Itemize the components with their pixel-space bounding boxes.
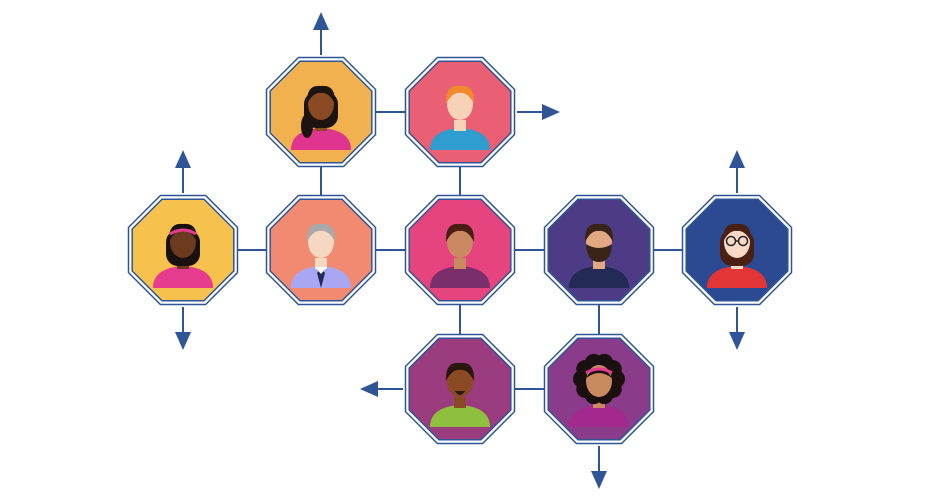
woman-curly-hair-avatar: [569, 353, 629, 427]
shirt: [430, 128, 490, 150]
face: [308, 88, 334, 120]
shirt: [430, 405, 490, 427]
arrow-down-n9: [591, 446, 607, 489]
person-nodes: [127, 56, 793, 445]
woman-headband-avatar: [153, 223, 213, 288]
older-man-tie-avatar: [291, 223, 351, 288]
face: [447, 226, 473, 258]
face: [447, 365, 473, 397]
outgoing-arrows: [175, 12, 745, 489]
person-node-n6: [543, 194, 655, 306]
arrow-right-n2: [517, 104, 560, 120]
man-ginger-avatar: [430, 85, 490, 150]
bearded-man-avatar: [569, 223, 629, 288]
person-node-n4: [265, 194, 377, 306]
person-node-n8: [404, 333, 516, 445]
face: [724, 226, 750, 258]
shirt: [569, 266, 629, 288]
shirt: [569, 405, 629, 427]
woman-glasses-avatar: [707, 223, 767, 288]
man-goatee-avatar: [430, 362, 490, 427]
person-node-n3: [127, 194, 239, 306]
woman-ponytail-avatar: [291, 85, 351, 150]
person-node-n5: [404, 194, 516, 306]
person-node-n2: [404, 56, 516, 168]
shirt: [153, 266, 213, 288]
arrow-up-n1: [313, 12, 329, 55]
face: [447, 88, 473, 120]
shirt: [707, 266, 767, 288]
face: [308, 226, 334, 258]
arrow-down-n3: [175, 307, 191, 350]
arrow-left-n8: [360, 381, 403, 397]
arrow-up-n3: [175, 150, 191, 193]
arrow-down-n7: [729, 307, 745, 350]
shirt: [430, 266, 490, 288]
face: [170, 226, 196, 258]
woman-short-hair-avatar: [430, 223, 490, 288]
arrow-up-n7: [729, 150, 745, 193]
person-node-n7: [681, 194, 793, 306]
person-node-n9: [543, 333, 655, 445]
person-node-n1: [265, 56, 377, 168]
